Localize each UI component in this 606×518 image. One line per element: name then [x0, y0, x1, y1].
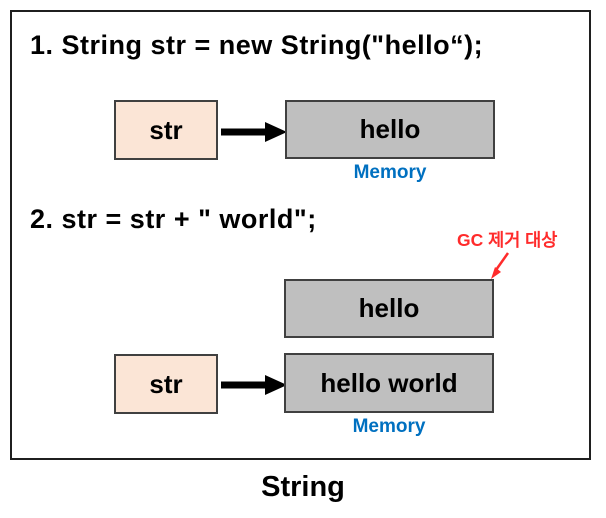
step2-orphan-hello-label: hello [358, 293, 420, 323]
step2-hello-world-label: hello world [320, 367, 458, 398]
step2-code-text: 2. str = str + " world"; [30, 204, 317, 234]
gc-removal-note: GC 제거 대상 [457, 230, 558, 250]
step1-code-text: 1. String str = new String("hello“); [30, 30, 484, 60]
step1-str-label: str [149, 114, 183, 145]
step1-str-reference-box: str [114, 100, 218, 160]
arrow-right-icon [221, 122, 287, 142]
arrow-right-icon [221, 375, 287, 395]
step2-memory-caption: Memory [352, 416, 426, 437]
step1-memory-caption: Memory [353, 162, 427, 183]
step2-str-reference-box: str [114, 354, 218, 414]
diagram-title: String [261, 471, 345, 503]
step2-orphan-hello-box: hello [284, 279, 494, 338]
step1-hello-memory-box: hello [285, 100, 495, 159]
step1-hello-label: hello [359, 114, 421, 144]
gc-arrow-icon [491, 252, 510, 279]
step2-str-label: str [149, 368, 183, 399]
step2-hello-world-memory-box: hello world [284, 353, 494, 413]
